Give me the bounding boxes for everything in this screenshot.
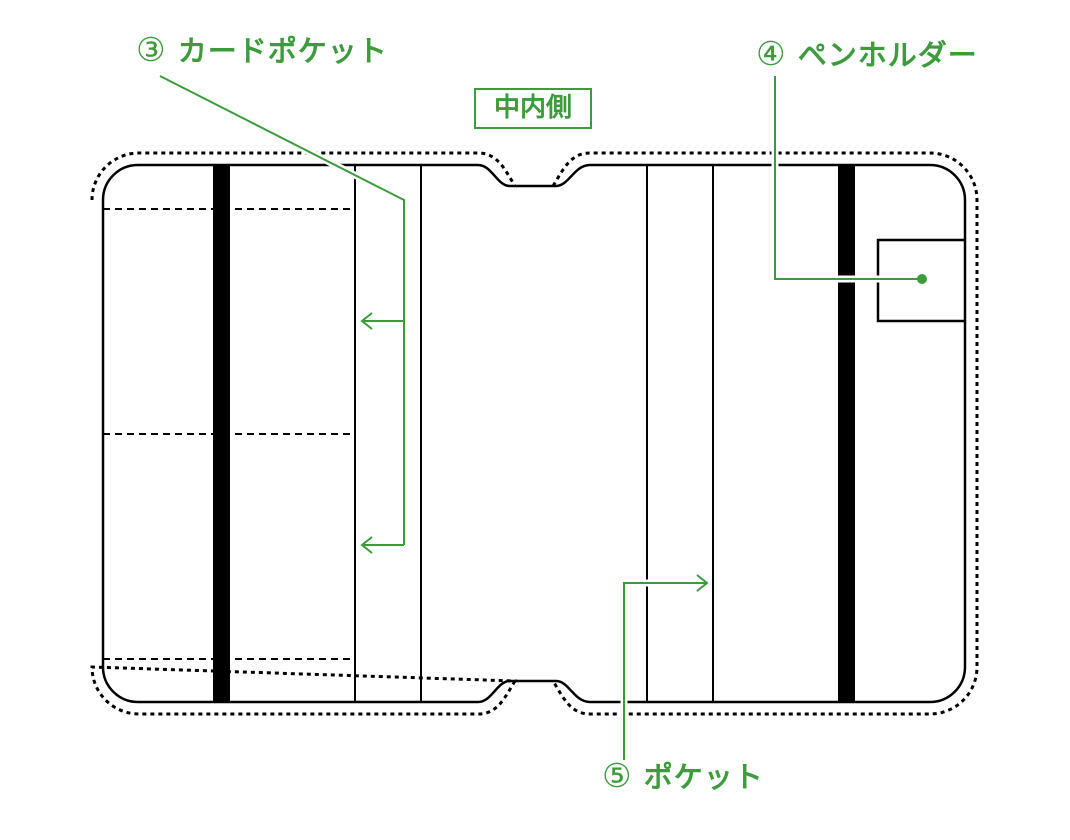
callout-label: ポケット: [643, 760, 764, 794]
card-pocket-leader: [159, 75, 405, 545]
callout-pen-holder: ④ ペンホルダー: [756, 32, 978, 74]
callout-card-pocket: ③ カードポケット: [136, 28, 388, 70]
callout-number: ⑤: [602, 756, 633, 795]
callout-number: ③: [136, 30, 167, 69]
left-band: [213, 165, 230, 702]
inner-side-label: 中内側: [474, 88, 592, 129]
card-pocket-arrow-1: [360, 312, 404, 330]
callout-label: カードポケット: [177, 34, 388, 68]
pen-holder-dot: [917, 274, 927, 284]
wallet-outline: [101, 163, 967, 704]
callout-label: ペンホルダー: [797, 38, 978, 72]
right-band: [838, 165, 855, 702]
pen-holder-leader: [774, 76, 922, 280]
callout-number: ④: [756, 34, 787, 73]
callout-pocket: ⑤ ポケット: [602, 754, 764, 796]
pocket-lines: [354, 165, 714, 702]
pocket-leader: [623, 574, 709, 760]
card-pocket-arrow-2: [360, 536, 404, 554]
stitch-outline: [90, 151, 979, 716]
